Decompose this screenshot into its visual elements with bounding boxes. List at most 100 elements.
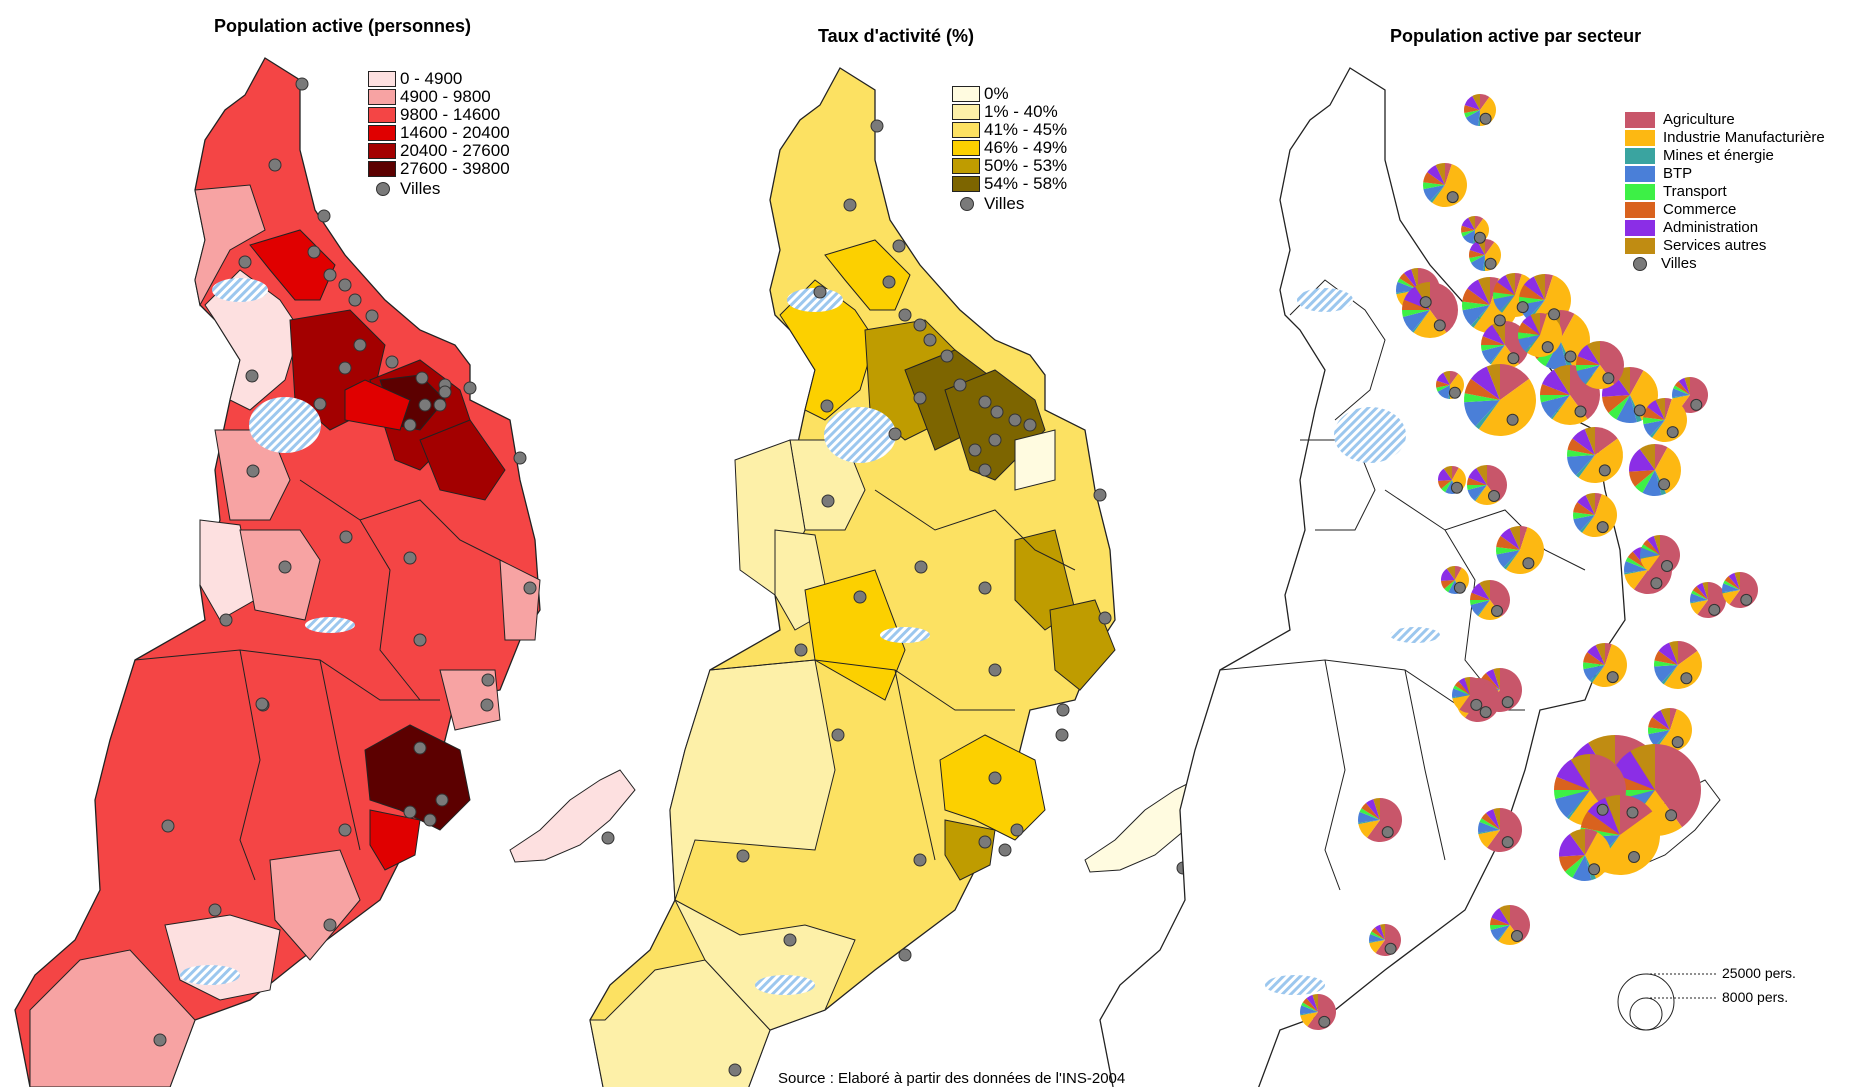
- pie-slice: [1462, 230, 1475, 244]
- legend-label: Services autres: [1663, 237, 1767, 254]
- pie-slice: [1461, 217, 1475, 230]
- pie-slice: [1423, 185, 1445, 202]
- pie-slice: [1672, 388, 1690, 398]
- pie-slice: [1365, 799, 1380, 820]
- legend-item: 50% - 53%: [952, 157, 1067, 175]
- pie-slice: [1584, 427, 1595, 455]
- pie-slice: [1468, 468, 1487, 485]
- scale-label-large: 25000 pers.: [1722, 965, 1796, 981]
- pie-slice: [1445, 163, 1452, 185]
- legend-item: Commerce: [1625, 201, 1825, 219]
- pie-slice: [1300, 1012, 1318, 1027]
- pie-slice: [1576, 365, 1600, 371]
- legend-label: Villes: [984, 194, 1025, 213]
- pie-slice: [1474, 485, 1487, 502]
- pie-slice: [1371, 927, 1385, 940]
- pie-slice: [1497, 275, 1515, 295]
- pie-slice: [1722, 590, 1740, 594]
- legend-item: 14600 - 20400: [368, 124, 510, 142]
- source-note: Source : Elaboré à partir des données de…: [778, 1070, 1126, 1087]
- pie-slice: [1540, 313, 1547, 335]
- pie-slice: [1302, 998, 1318, 1012]
- pie-slice: [1464, 378, 1500, 400]
- pie-slice: [1464, 110, 1480, 118]
- pie-slice: [1655, 444, 1668, 470]
- city-dot: [1596, 803, 1609, 816]
- city-dot: [1479, 706, 1492, 719]
- pie-slice: [1654, 650, 1678, 665]
- pie-slice: [1500, 528, 1520, 550]
- pie-slice: [1553, 365, 1570, 395]
- pie-slice: [1519, 284, 1545, 300]
- map-title-population: Population active (personnes): [214, 16, 472, 36]
- city-dot: [1690, 398, 1703, 411]
- pie-slice: [1402, 310, 1430, 317]
- pie-slice: [1722, 583, 1740, 593]
- pie-slice: [1648, 717, 1670, 730]
- pie-slice: [1358, 820, 1380, 838]
- legend-label: Mines et énergie: [1663, 147, 1774, 164]
- pie-slice: [1673, 385, 1690, 395]
- pie-slice: [1444, 580, 1455, 593]
- pie-slice: [1470, 366, 1500, 400]
- pie-slice: [1470, 600, 1490, 616]
- city-dot: [1381, 826, 1394, 839]
- city-dot: [1606, 671, 1619, 684]
- legend-sectors: Agriculture Industrie Manufacturière Min…: [1625, 111, 1825, 273]
- pie-slice: [1518, 322, 1540, 335]
- legend-swatch: [368, 71, 396, 87]
- pie-slice: [1577, 495, 1595, 515]
- pie-slice: [1477, 110, 1480, 126]
- pie-slice: [1602, 395, 1630, 413]
- pie-slice: [1545, 274, 1554, 300]
- pie-slice: [1530, 313, 1540, 335]
- pie-slice: [1369, 940, 1385, 953]
- pie-slice: [1485, 239, 1495, 255]
- pie-slice: [1411, 268, 1418, 290]
- legend-swatch: [368, 89, 396, 105]
- legend-swatch: [1625, 130, 1655, 146]
- pie-slice: [1691, 590, 1708, 600]
- legend-item: 41% - 45%: [952, 121, 1067, 139]
- pie-slice: [1468, 216, 1475, 230]
- pie-slice: [1678, 641, 1698, 665]
- pie-slice: [1403, 269, 1418, 290]
- city-dot: [1658, 478, 1671, 491]
- pie-slice: [1465, 110, 1480, 126]
- city-dot: [1588, 863, 1601, 876]
- pie-slice: [1369, 934, 1385, 943]
- pie-slice: [1696, 582, 1708, 600]
- pie-slice: [1499, 295, 1515, 313]
- legend-item-cities: Villes: [1625, 255, 1825, 273]
- pie-slice: [1464, 400, 1500, 427]
- pie-slice: [1630, 367, 1644, 395]
- legend-swatch: [1625, 148, 1655, 164]
- pie-slice: [1542, 369, 1570, 395]
- pie-slice: [1670, 708, 1677, 730]
- pie-slice: [1678, 377, 1690, 395]
- city-dot: [1448, 386, 1461, 399]
- city-dot: [1511, 930, 1523, 942]
- pie-slice: [1497, 925, 1510, 942]
- pie-slice: [1734, 572, 1740, 590]
- legend-item: 54% - 58%: [952, 175, 1067, 193]
- pie-slice: [1723, 580, 1740, 590]
- legend-swatch: [368, 161, 396, 177]
- pie-slice: [1470, 255, 1485, 271]
- legend-swatch: [1625, 238, 1655, 254]
- pie-slice: [1478, 830, 1500, 848]
- city-dot: [1491, 605, 1503, 617]
- pie-slice: [1587, 797, 1620, 835]
- pie-slice: [1402, 310, 1430, 332]
- pie-slice: [1495, 546, 1520, 555]
- legend-item: BTP: [1625, 165, 1825, 183]
- pie-slice: [1643, 539, 1660, 555]
- legend-label: 1% - 40%: [984, 102, 1058, 121]
- pie-slice: [1450, 371, 1459, 385]
- pie-slice: [1640, 555, 1660, 559]
- pie-slice: [1306, 994, 1318, 1012]
- pie-slice: [1470, 305, 1490, 328]
- pie-slice: [1649, 420, 1665, 438]
- legend-label: Administration: [1663, 219, 1759, 236]
- pie-slice: [1464, 95, 1480, 110]
